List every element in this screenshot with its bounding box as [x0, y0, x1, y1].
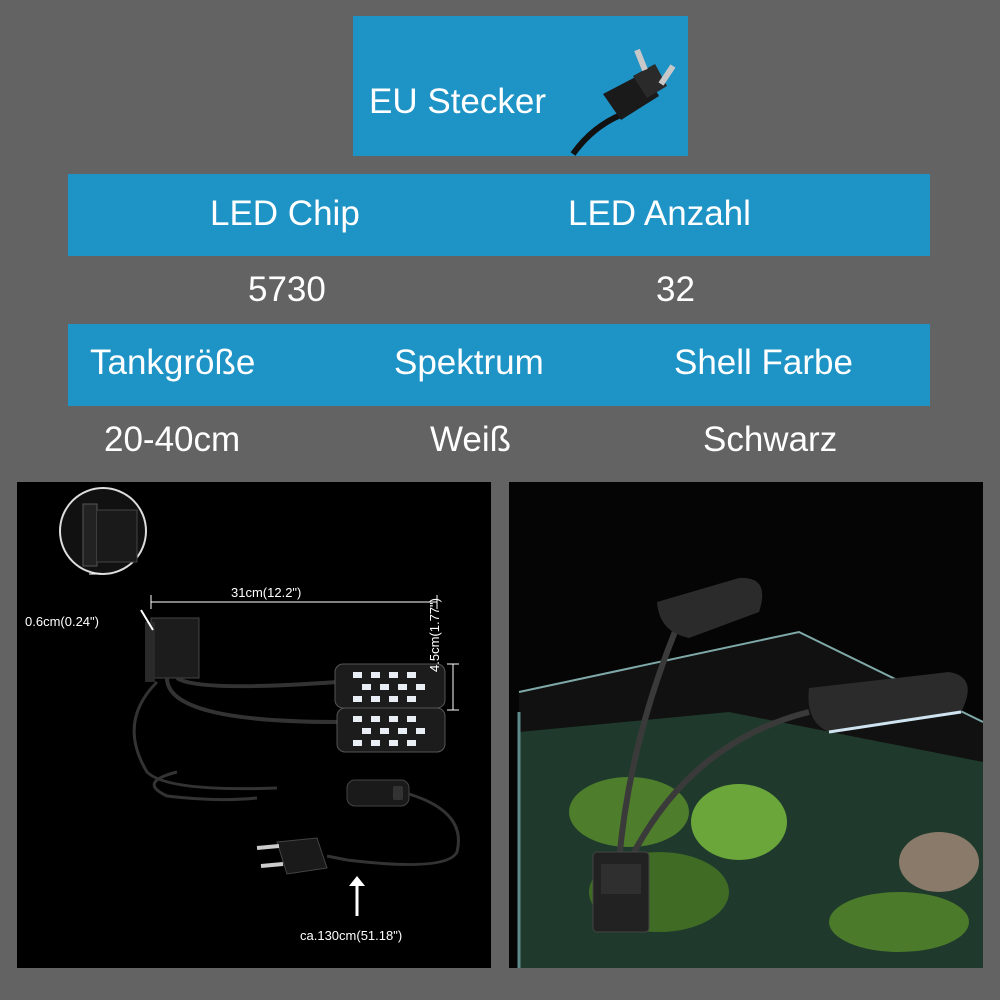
header-spektrum: Spektrum	[394, 343, 544, 382]
table1-header-bar	[68, 174, 930, 256]
value-led-anzahl: 32	[656, 270, 695, 309]
dimension-height: 4.5cm(1.77")	[427, 598, 442, 672]
value-shell-farbe: Schwarz	[703, 420, 838, 459]
eu-plug-banner: EU Stecker	[353, 16, 688, 156]
header-shell-farbe: Shell Farbe	[674, 343, 853, 382]
eu-plug-label: EU Stecker	[369, 82, 546, 121]
table2-header-bar	[68, 324, 930, 406]
value-led-chip: 5730	[248, 270, 326, 309]
dimension-cable: ca.130cm(51.18")	[300, 928, 403, 943]
dimension-thickness: 0.6cm(0.24")	[25, 614, 99, 629]
product-drawing	[59, 487, 460, 916]
header-led-chip: LED Chip	[210, 194, 360, 233]
product-dimension-panel: 31cm(12.2") 0.6cm(0.24") 4.5cm(1.77") ca…	[17, 482, 491, 968]
aquarium-photo-panel	[509, 482, 983, 968]
dimension-width: 31cm(12.2")	[231, 585, 302, 600]
eu-plug-icon	[570, 48, 676, 156]
header-led-anzahl: LED Anzahl	[568, 194, 751, 233]
value-spektrum: Weiß	[430, 420, 512, 459]
value-tankgroesse: 20-40cm	[104, 420, 241, 459]
aquarium-photo	[509, 482, 983, 968]
header-tankgroesse: Tankgröße	[90, 343, 256, 382]
